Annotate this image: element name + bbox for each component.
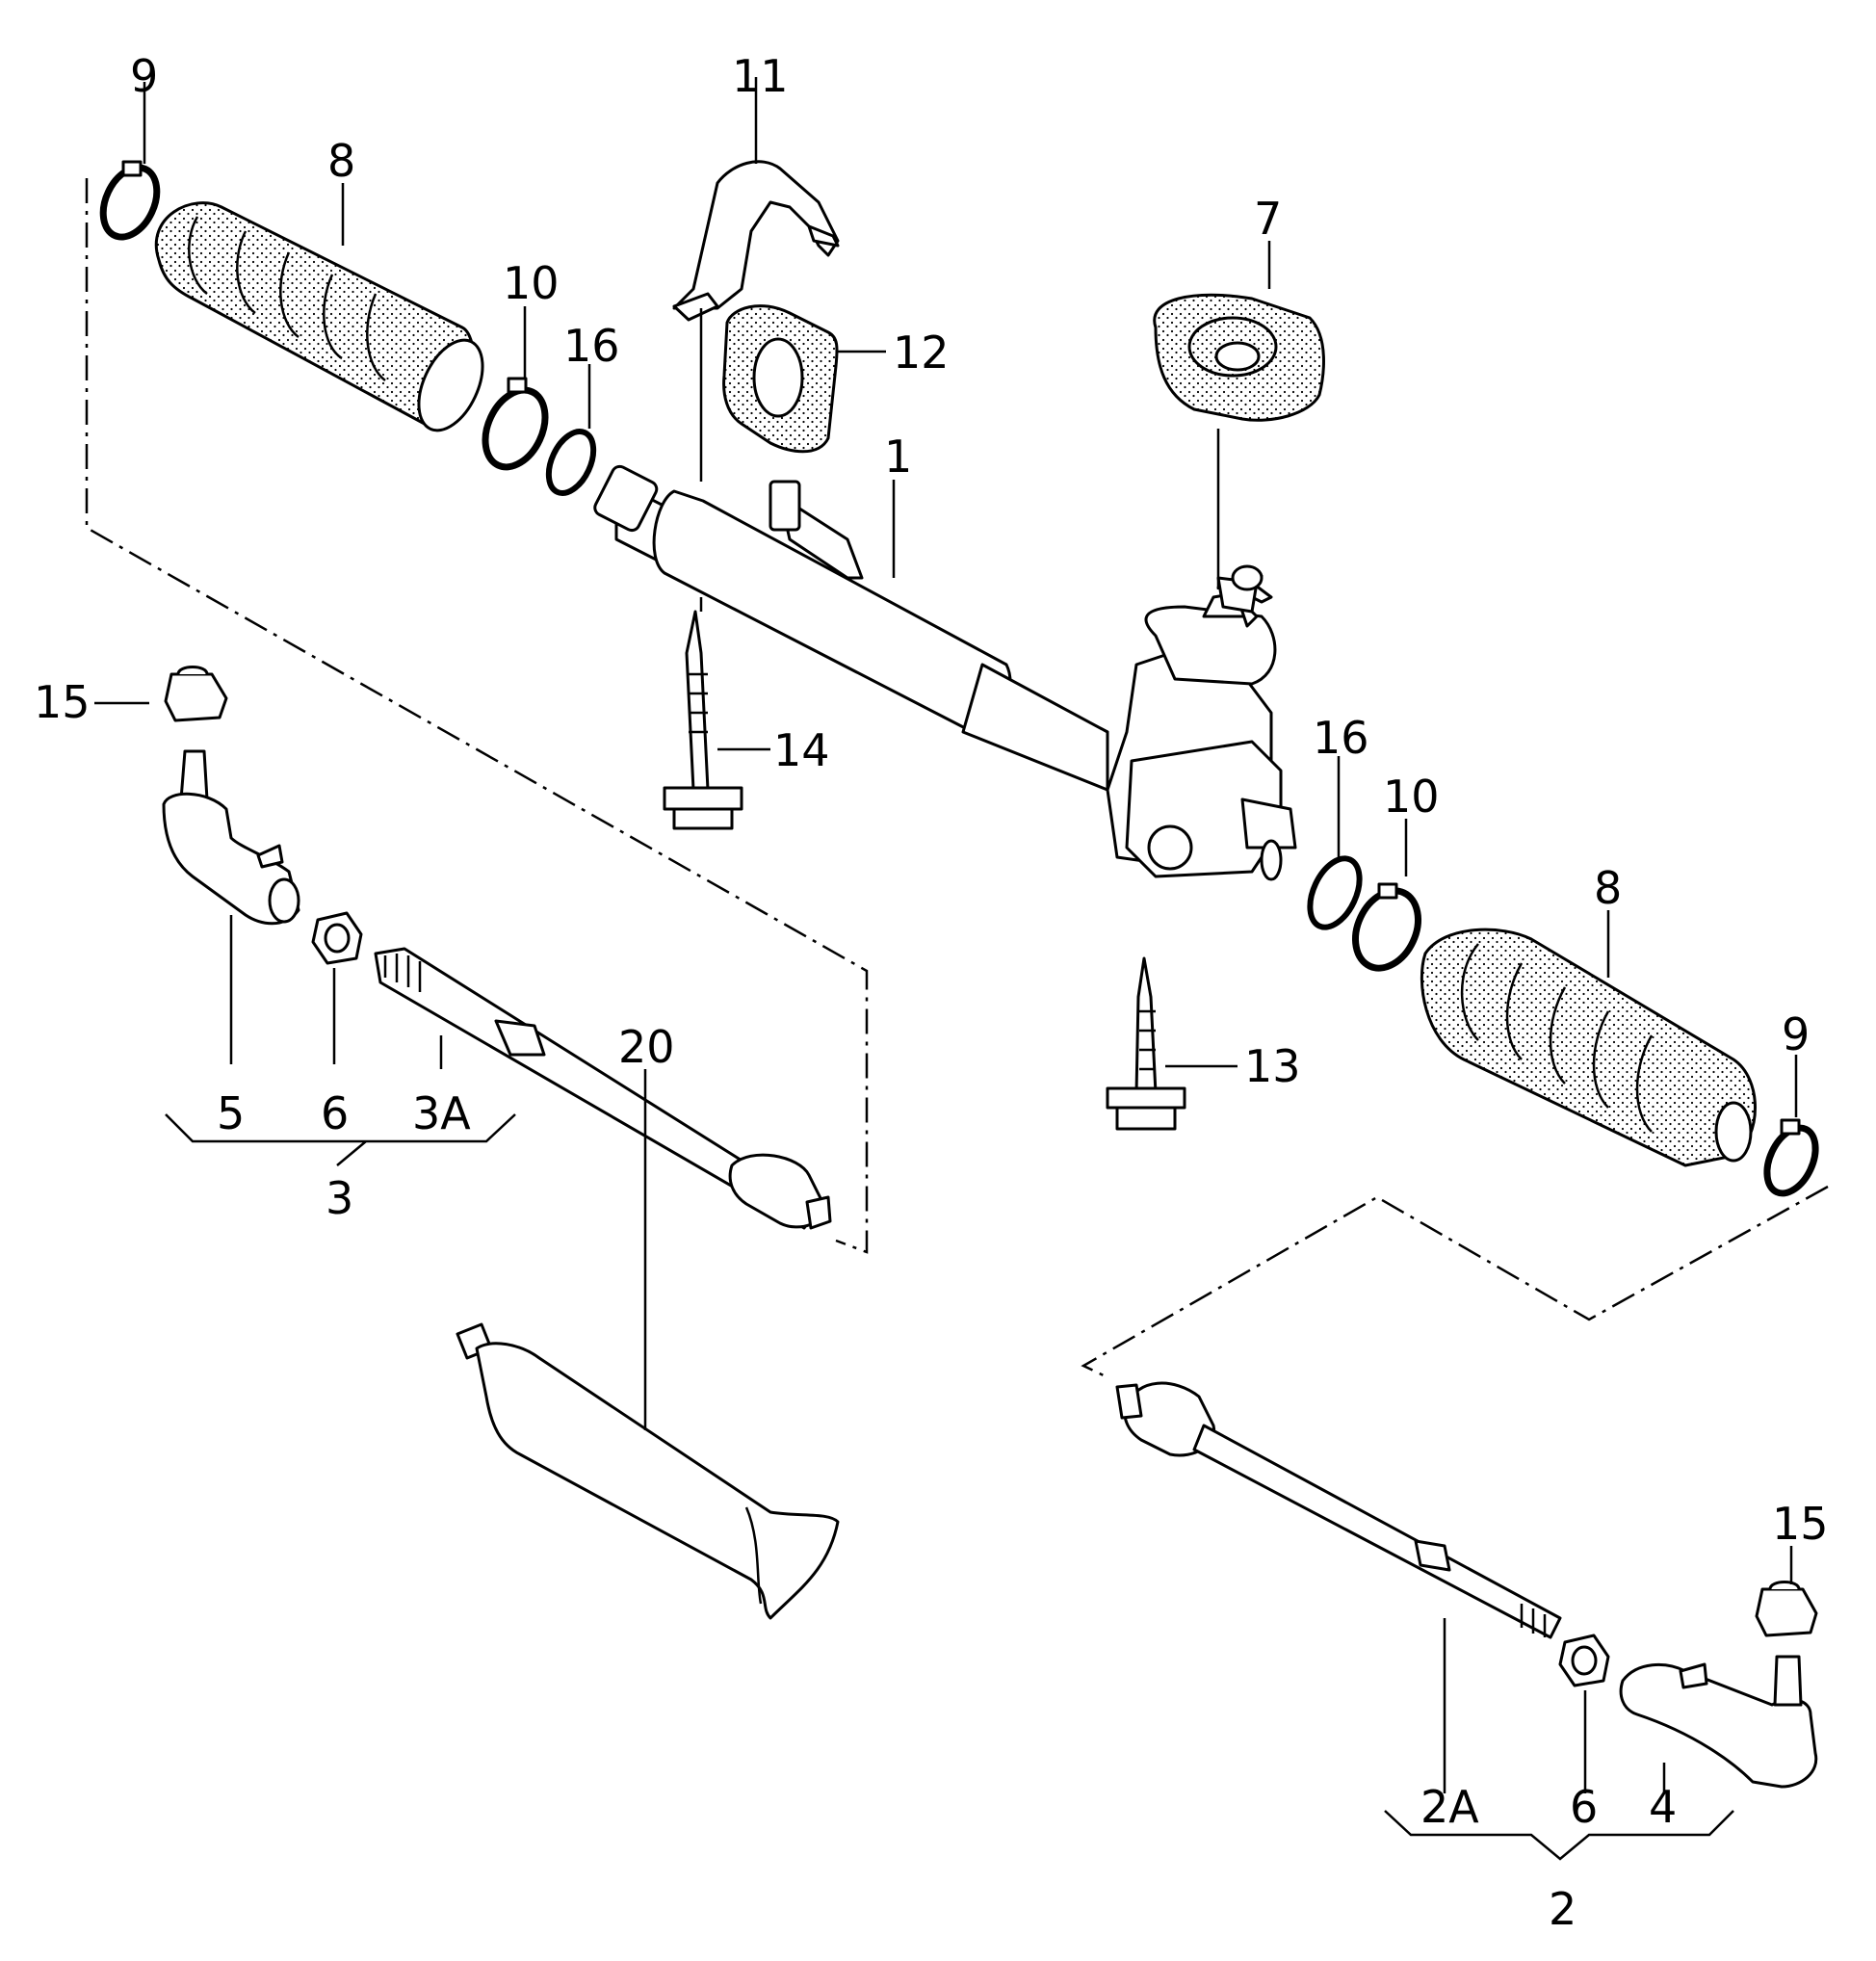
right-jam-nut-6	[1558, 1634, 1610, 1687]
pinion-shaft	[1216, 564, 1264, 614]
leader-lines	[94, 77, 1798, 1861]
callout-4: 4	[1649, 1781, 1677, 1833]
mounting-bracket	[672, 160, 840, 322]
bolt-14	[663, 610, 743, 830]
right-assembly-dashed-outline	[1081, 1185, 1829, 1379]
callout-1: 1	[884, 431, 912, 483]
left-jam-nut-6	[311, 911, 363, 965]
callout-labels: 9 8 10 16 11 12 7 1 14 15 5 6 3A 3 16 10…	[34, 50, 1829, 1935]
left-tie-rod-end	[162, 749, 300, 926]
callout-16-right: 16	[1313, 712, 1369, 764]
callout-13: 13	[1244, 1040, 1301, 1092]
left-clamp-ring	[482, 377, 549, 471]
right-clamp-ring	[1352, 882, 1421, 972]
left-o-ring	[545, 429, 597, 496]
callout-20: 20	[618, 1021, 675, 1073]
right-inner-tie-rod-2a	[1115, 1381, 1562, 1639]
callout-16-left: 16	[563, 320, 620, 372]
callout-9-right: 9	[1782, 1008, 1810, 1060]
callout-10-left: 10	[503, 257, 560, 309]
left-lock-nut-15	[164, 666, 228, 722]
callout-11: 11	[732, 50, 789, 102]
left-inner-tie-rod-3a	[374, 947, 832, 1230]
callout-8-left: 8	[327, 135, 355, 187]
pinion-seal	[1153, 293, 1325, 422]
grease-tube	[456, 1322, 840, 1620]
callout-2a: 2A	[1420, 1781, 1479, 1833]
callout-15-right: 15	[1772, 1498, 1829, 1550]
steering-rack-housing	[593, 464, 1297, 881]
callout-5: 5	[217, 1087, 245, 1139]
right-boot	[1420, 928, 1757, 1167]
right-lock-nut-15	[1755, 1581, 1818, 1637]
callout-10-right: 10	[1383, 771, 1440, 823]
rubber-bushing	[722, 304, 839, 454]
callout-14: 14	[773, 724, 830, 776]
right-tie-rod-end	[1619, 1655, 1818, 1789]
callout-6-left: 6	[321, 1087, 349, 1139]
callout-12: 12	[893, 327, 950, 379]
bolt-13	[1106, 956, 1186, 1131]
callout-15-left: 15	[34, 676, 91, 728]
callout-2: 2	[1549, 1883, 1576, 1935]
callout-9-left: 9	[130, 50, 158, 102]
callout-8-right: 8	[1594, 862, 1622, 914]
left-clamp	[99, 160, 161, 241]
callout-7: 7	[1254, 193, 1282, 245]
right-clamp	[1763, 1118, 1819, 1197]
right-o-ring	[1307, 855, 1363, 930]
callout-6-right: 6	[1570, 1781, 1598, 1833]
callout-3a: 3A	[412, 1087, 471, 1139]
left-assembly-dashed-outline	[85, 178, 869, 1254]
callout-3: 3	[326, 1172, 353, 1224]
left-boot	[155, 201, 484, 432]
